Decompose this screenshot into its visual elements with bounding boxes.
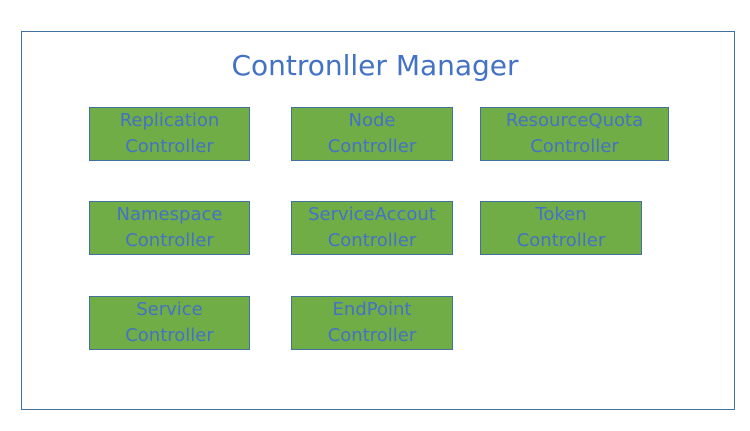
replication-controller-box: Replication Controller	[89, 107, 250, 161]
box-label-line2: Controller	[125, 325, 214, 346]
namespace-controller-box: Namespace Controller	[89, 201, 250, 255]
box-label-line1: Replication	[119, 110, 220, 131]
box-label-line1: ServiceAccout	[308, 204, 436, 225]
box-label-line2: Controller	[125, 136, 214, 157]
box-label-line1: EndPoint	[332, 299, 412, 320]
box-label-line1: Service	[136, 299, 203, 320]
box-label-line2: Controller	[530, 136, 619, 157]
box-label-line1: Node	[348, 110, 396, 131]
box-label-line1: Token	[535, 204, 587, 225]
box-label-line2: Controller	[516, 230, 606, 251]
endpoint-controller-box: EndPoint Controller	[291, 296, 453, 350]
service-controller-box: Service Controller	[89, 296, 250, 350]
diagram-title: Contronller Manager	[231, 49, 519, 82]
node-controller-box: Node Controller	[291, 107, 453, 161]
box-label-line2: Controller	[327, 325, 417, 346]
box-label-line1: Namespace	[116, 204, 223, 225]
box-label-line2: Controller	[125, 230, 214, 251]
serviceaccount-controller-box: ServiceAccout Controller	[291, 201, 453, 255]
token-controller-box: Token Controller	[480, 201, 642, 255]
box-label-line2: Controller	[327, 230, 417, 251]
box-label-line1: ResourceQuota	[505, 110, 644, 131]
resourcequota-controller-box: ResourceQuota Controller	[480, 107, 669, 161]
box-label-line2: Controller	[327, 136, 417, 157]
